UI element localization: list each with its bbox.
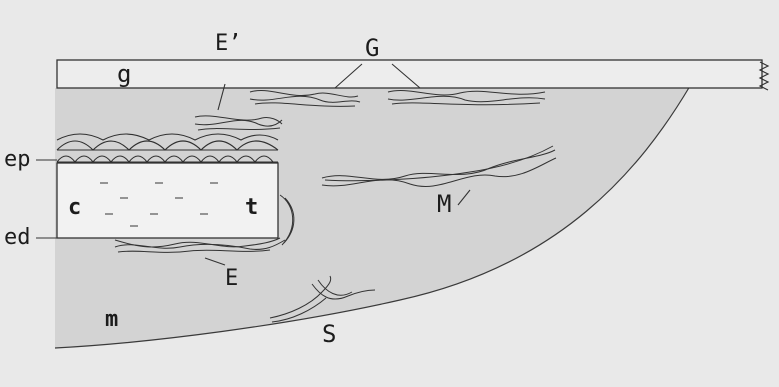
label-ed: ed — [4, 225, 31, 250]
label-g: g — [117, 60, 131, 88]
label-ep: ep — [4, 147, 31, 172]
label-E: E — [225, 266, 238, 291]
label-E-prime: E’ — [215, 31, 242, 56]
label-S: S — [322, 320, 336, 348]
label-t: t — [245, 195, 258, 220]
label-M: M — [437, 190, 451, 218]
label-m: m — [105, 307, 118, 332]
band-g — [57, 60, 762, 88]
label-c: c — [68, 195, 81, 220]
label-G: G — [365, 34, 379, 62]
